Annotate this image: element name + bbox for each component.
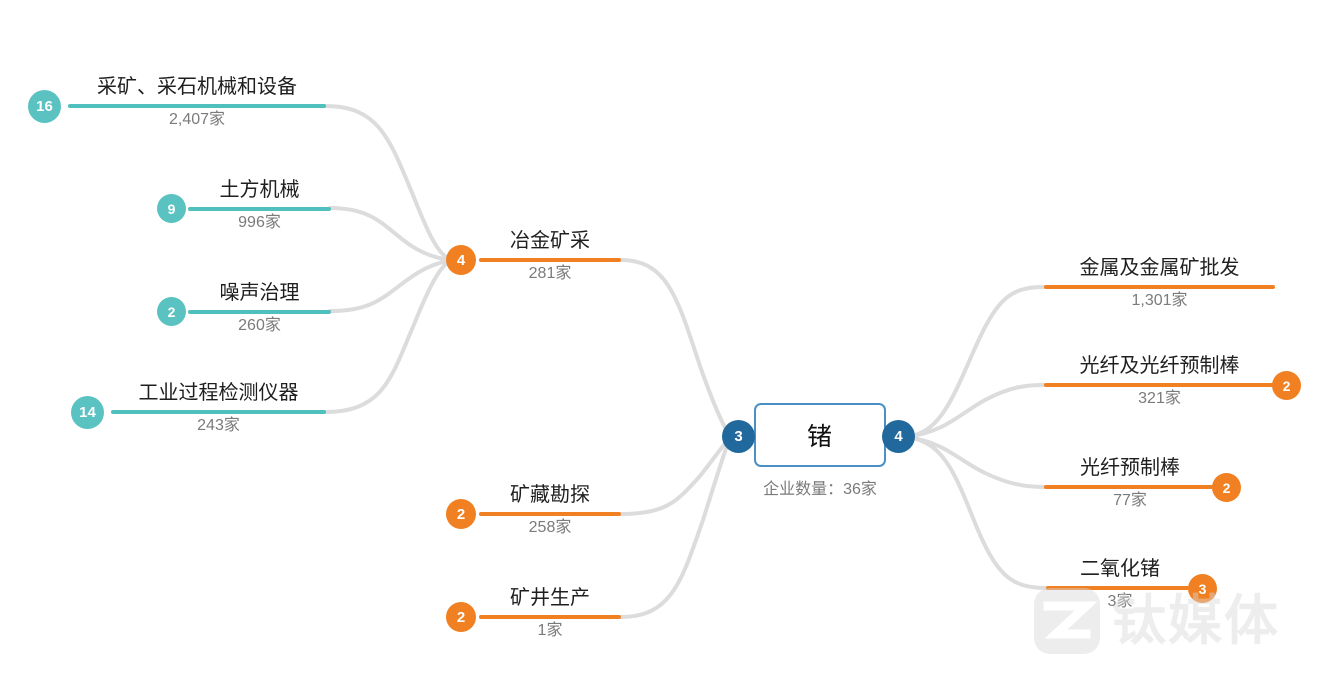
- node-count: 321家: [1138, 390, 1181, 407]
- node-title: 采矿、采石机械和设备: [97, 76, 297, 98]
- badge-mid-1[interactable]: 2: [446, 499, 476, 529]
- link-right-4: [904, 435, 1048, 590]
- node-title: 冶金矿采: [510, 230, 590, 252]
- link-mid-1: [619, 258, 733, 439]
- node-bar: [1044, 485, 1216, 489]
- node-title: 工业过程检测仪器: [138, 382, 299, 404]
- node-bar: [111, 410, 326, 414]
- badge-value: 2: [1282, 377, 1291, 394]
- link-mid-3: [619, 435, 733, 619]
- node-title: 噪声治理: [219, 282, 300, 304]
- node-bar: [479, 615, 621, 619]
- link-left-1: [323, 104, 454, 262]
- node-bar: [188, 207, 331, 211]
- badge-value: 2: [456, 505, 466, 523]
- badge-value: 2: [167, 303, 176, 320]
- node-bar: [68, 104, 326, 108]
- node-count: 77家: [1113, 492, 1147, 509]
- link-right-1: [904, 285, 1046, 439]
- link-left-2: [328, 206, 454, 262]
- node-title: 光纤及光纤预制棒: [1079, 355, 1240, 377]
- node-bar: [1046, 586, 1194, 590]
- badge-value: 3: [734, 428, 743, 445]
- node-title: 光纤预制棒: [1080, 457, 1180, 479]
- node-bar: [479, 512, 621, 516]
- badge-value: 2: [456, 608, 466, 626]
- node-title: 金属及金属矿批发: [1079, 257, 1240, 279]
- node-bar: [188, 310, 331, 314]
- node-count: 996家: [238, 214, 281, 231]
- node-title: 矿井生产: [510, 587, 590, 609]
- badge-right-4[interactable]: 3: [1188, 574, 1217, 603]
- center-node-subtitle: 企业数量：36家: [763, 481, 877, 498]
- badge-value: 4: [456, 251, 466, 269]
- badge-branch-metallurgy[interactable]: 4: [446, 245, 476, 275]
- node-title: 土方机械: [219, 179, 300, 201]
- badge-left-3[interactable]: 2: [157, 297, 186, 326]
- badge-left-1[interactable]: 16: [28, 90, 61, 123]
- center-node[interactable]: 锗: [754, 403, 886, 467]
- badge-right-3[interactable]: 2: [1212, 473, 1241, 502]
- badge-center-left[interactable]: 3: [722, 420, 755, 453]
- node-count: 1家: [537, 622, 563, 639]
- badge-value: 14: [79, 404, 96, 421]
- center-node-label: 锗: [806, 423, 833, 451]
- badge-left-2[interactable]: 9: [157, 194, 186, 223]
- node-count: 2,407家: [168, 111, 226, 128]
- badge-left-4[interactable]: 14: [71, 396, 104, 429]
- badge-value: 3: [1198, 580, 1207, 597]
- badge-value: 4: [894, 428, 903, 445]
- badge-mid-2[interactable]: 2: [446, 602, 476, 632]
- node-count: 3家: [1107, 593, 1133, 610]
- badge-value: 16: [36, 98, 53, 115]
- node-bar: [479, 258, 621, 262]
- badge-value: 9: [167, 200, 176, 217]
- node-title: 矿藏勘探: [510, 484, 590, 506]
- node-count: 260家: [238, 317, 281, 334]
- node-bar: [1044, 285, 1275, 289]
- link-left-4: [323, 258, 454, 414]
- link-right-2: [904, 383, 1046, 439]
- badge-right-2[interactable]: 2: [1272, 371, 1301, 400]
- node-count: 258家: [528, 519, 572, 536]
- badge-value: 2: [1222, 479, 1231, 496]
- node-count: 243家: [197, 417, 240, 434]
- link-left-3: [328, 258, 454, 313]
- badge-center-right[interactable]: 4: [882, 420, 915, 453]
- node-title: 二氧化锗: [1080, 558, 1160, 580]
- node-count: 1,301家: [1131, 292, 1188, 309]
- node-count: 281家: [528, 265, 572, 282]
- node-bar: [1044, 383, 1275, 387]
